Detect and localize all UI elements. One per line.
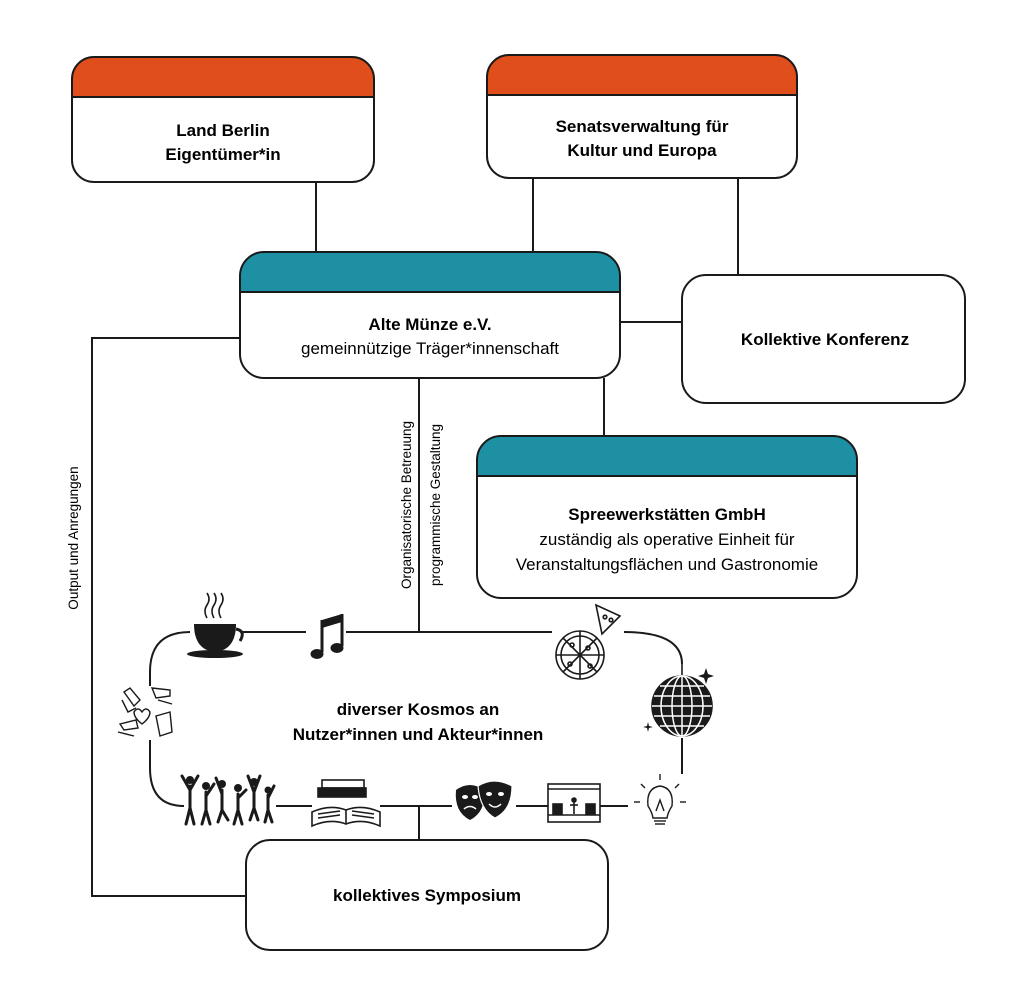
stage-icon <box>547 783 601 823</box>
kosmos-loop-corner-tl <box>149 631 191 673</box>
alte-muenze-subtitle: gemeinnützige Träger*innenschaft <box>301 339 559 358</box>
konferenz-title: Kollektive Konferenz <box>741 330 909 349</box>
pizza-icon <box>555 603 622 680</box>
spreewerk-line2: zuständig als operative Einheit für <box>539 530 794 549</box>
coffee-icon <box>187 592 244 658</box>
symposium-title: kollektives Symposium <box>333 886 521 905</box>
land-berlin-subtitle: Eigentümer*in <box>165 145 280 164</box>
kosmos-loop-corner-bl <box>149 767 185 807</box>
helping-hands-icon <box>117 687 173 737</box>
spreewerk-title: Spreewerkstätten GmbH <box>568 505 765 524</box>
box-spreewerkstaetten: Spreewerkstätten GmbH zuständig als oper… <box>476 435 858 599</box>
box-header-orange <box>72 57 374 97</box>
kosmos-loop-corner-tr <box>623 631 683 665</box>
alte-muenze-title: Alte Münze e.V. <box>368 315 491 334</box>
label-programmische-gestaltung: programmische Gestaltung <box>428 424 443 586</box>
disco-ball-icon <box>643 664 714 737</box>
label-organisatorische-betreuung: Organisatorische Betreuung <box>399 421 414 589</box>
box-land-berlin: Land Berlin Eigentümer*in <box>71 56 375 183</box>
label-output-anregungen: Output und Anregungen <box>66 466 81 609</box>
kosmos-line1: diverser Kosmos an <box>337 700 500 719</box>
spreewerk-line3: Veranstaltungsflächen und Gastronomie <box>516 555 818 574</box>
box-kollektives-symposium: kollektives Symposium <box>245 839 609 951</box>
connector-lines <box>91 178 739 897</box>
kosmos-line2: Nutzer*innen und Akteur*innen <box>293 725 544 744</box>
line-output-loop <box>91 337 246 897</box>
box-alte-muenze: Alte Münze e.V. gemeinnützige Träger*inn… <box>239 251 621 379</box>
box-header-teal <box>477 436 857 476</box>
books-icon <box>311 779 381 828</box>
music-note-icon <box>310 614 344 659</box>
senat-title: Senatsverwaltung für <box>556 117 729 136</box>
box-header-orange <box>487 55 797 95</box>
senat-subtitle: Kultur und Europa <box>567 141 717 160</box>
box-kollektive-konferenz: Kollektive Konferenz <box>681 274 966 404</box>
lightbulb-icon <box>634 774 686 825</box>
land-berlin-title: Land Berlin <box>176 121 270 140</box>
box-header-teal <box>240 252 620 292</box>
dancing-crowd-icon <box>180 774 276 826</box>
theater-masks-icon <box>455 780 513 820</box>
box-senatsverwaltung: Senatsverwaltung für Kultur und Europa <box>486 54 798 179</box>
